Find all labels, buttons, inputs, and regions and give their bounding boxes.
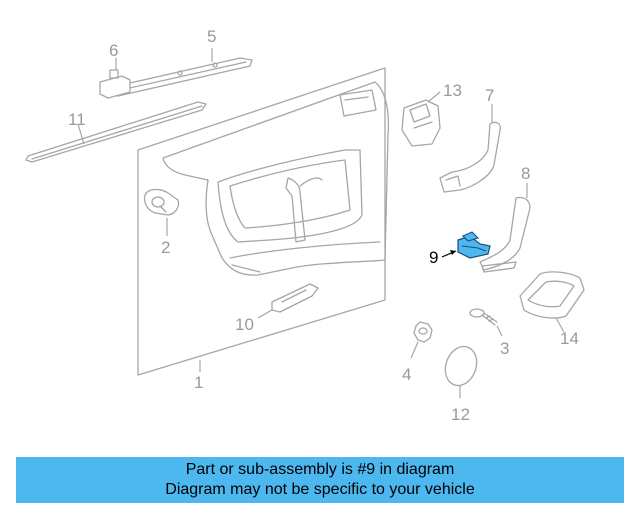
part-9-switch-bezel: [457, 231, 491, 259]
part-10-reflector: [271, 283, 319, 313]
part-8-armrest-trim: [479, 196, 531, 273]
callout-10: 10: [235, 315, 254, 334]
part-11-weatherstrip: [25, 101, 207, 163]
part-6-bracket: [99, 69, 131, 99]
part-4-push-clip: [413, 321, 433, 343]
callout-11: 11: [68, 110, 86, 129]
part-12-insulator-disc: [444, 345, 478, 387]
info-banner: Part or sub-assembly is #9 in diagram Di…: [16, 457, 624, 503]
callout-2: 2: [161, 238, 170, 257]
part-13-window-switch: [401, 99, 441, 147]
callout-3: 3: [500, 339, 509, 358]
banner-line-2: Diagram may not be specific to your vehi…: [165, 481, 475, 498]
callout-12: 12: [451, 405, 470, 424]
callout-14: 14: [560, 329, 579, 348]
callout-9: 9: [429, 248, 438, 267]
part-3-screw: [469, 308, 498, 326]
callout-7: 7: [485, 86, 494, 105]
part-14-pull-cup: [519, 271, 585, 319]
callout-1: 1: [194, 373, 203, 392]
banner-line-1: Part or sub-assembly is #9 in diagram: [185, 461, 455, 478]
callout-6: 6: [109, 41, 118, 60]
callout-8: 8: [521, 164, 530, 183]
callout-4: 4: [402, 365, 411, 384]
part-7-pull-handle: [439, 121, 502, 193]
callout-13: 13: [443, 81, 462, 100]
part-1-door-trim-panel: [137, 67, 390, 376]
part-2-clip: [143, 188, 180, 216]
callout-5: 5: [207, 27, 216, 46]
